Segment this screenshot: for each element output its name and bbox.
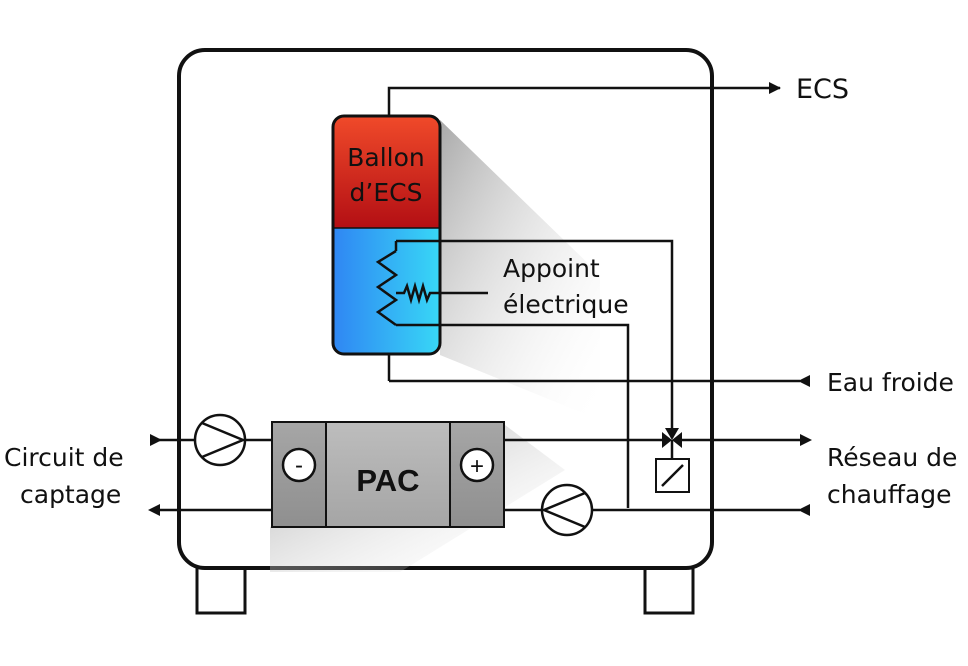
heating-return-arrow [798, 504, 810, 516]
pac-label: PAC [356, 463, 419, 498]
heat-pump-pac: - + PAC [271, 421, 505, 528]
electric-resistor [396, 281, 488, 305]
circuit-label-line1: Circuit de [4, 443, 124, 472]
circuit-label-line2: captage [20, 480, 121, 509]
heating-coil [375, 249, 399, 327]
pac-plus-label: + [470, 453, 484, 480]
ecs-pipe [387, 82, 781, 116]
tank-shadow [440, 120, 600, 420]
capture-pump-icon [193, 413, 247, 467]
tank-cold-section [333, 228, 440, 354]
foot-left [195, 564, 247, 615]
tank-outline [331, 114, 442, 356]
reseau-label-line1: Réseau de [827, 443, 957, 472]
heating-supply-arrow [800, 434, 812, 446]
appoint-label-line2: électrique [503, 290, 629, 319]
cold-water-arrow [798, 375, 810, 387]
tank-hot-section [333, 116, 440, 228]
reseau-label-line2: chauffage [827, 480, 952, 509]
three-way-valve-icon [655, 428, 690, 493]
plus-icon [459, 447, 495, 483]
capture-in-arrow [150, 434, 162, 446]
ecs-label: ECS [796, 74, 849, 105]
foot-right [643, 564, 695, 615]
pac-minus-label: - [295, 452, 303, 479]
minus-icon [281, 447, 317, 483]
ecs-tank: Ballon d’ECS [331, 114, 442, 356]
coil-return-pipe [396, 323, 630, 508]
coil-supply-pipe [396, 239, 674, 438]
tank-label-bottom: d’ECS [350, 178, 423, 207]
heating-pump-icon [540, 483, 594, 537]
appoint-label-line1: Appoint [503, 254, 600, 283]
capture-out-arrow [148, 504, 160, 516]
eau-froide-label: Eau froide [827, 368, 954, 397]
tank-label-top: Ballon [347, 143, 425, 172]
